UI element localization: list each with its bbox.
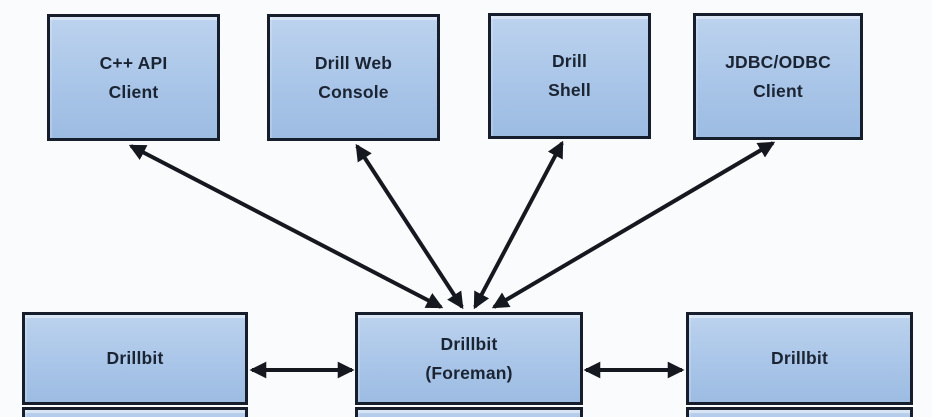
node-cpp-api-client: C++ API Client [47,14,220,141]
drillbit-left-label: Drillbit [106,348,164,368]
arrow-cpp-api-client-to-drillbit-foreman [128,144,444,309]
drillbit-right-label: Drillbit [770,348,828,368]
arrow-drill-shell-to-drillbit-foreman [473,140,564,310]
node-drillbit-left: Drillbit [22,312,248,405]
node-drillbit-left-row2 [22,407,248,417]
node-jdbc-odbc-client: JDBC/ODBC Client [693,13,863,140]
drillbit-foreman-label: Drillbit (Foreman) [425,333,513,383]
node-drillbit-right-row2 [686,407,913,417]
node-drill-shell: Drill Shell [488,13,651,139]
drill-web-console-label: Drill Web Console [314,52,393,102]
node-drillbit-foreman: Drillbit (Foreman) [355,312,583,405]
node-drillbit-right: Drillbit [686,312,913,405]
drill-shell-label: Drill Shell [548,51,591,100]
arrow-jdbc-odbc-client-to-drillbit-foreman [491,141,776,309]
cpp-api-client-label: C++ API Client [99,52,168,102]
node-drillbit-foreman-row2 [355,407,583,417]
jdbc-odbc-client-label: JDBC/ODBC Client [725,51,831,101]
arrow-drill-web-console-to-drillbit-foreman [355,143,464,310]
node-drill-web-console: Drill Web Console [267,14,440,141]
